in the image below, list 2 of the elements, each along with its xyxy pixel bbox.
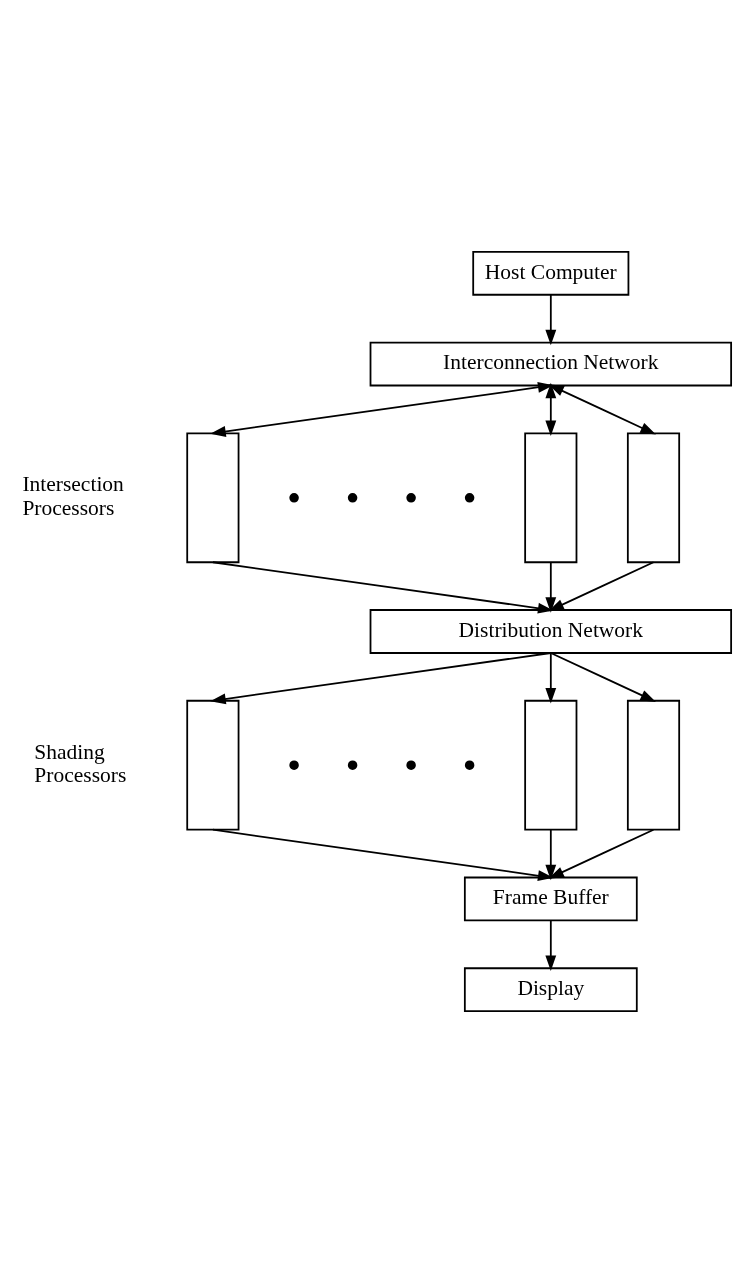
label: Shading Processors [34,739,127,788]
label: Intersection Processors [22,472,124,520]
